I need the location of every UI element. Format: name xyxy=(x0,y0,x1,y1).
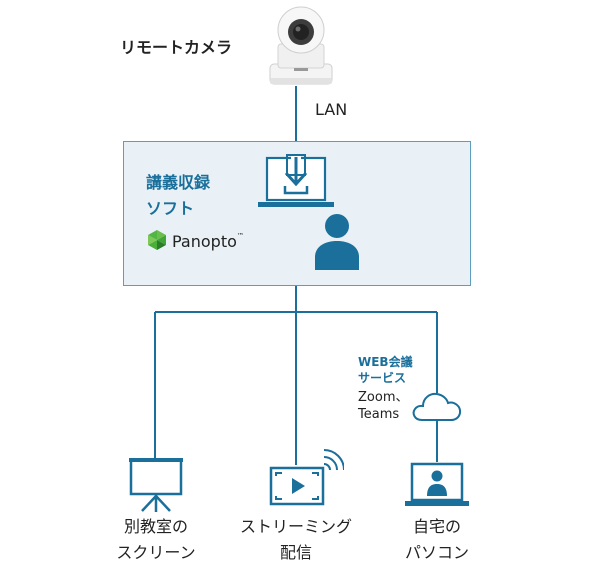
download-laptop-icon xyxy=(258,154,334,207)
endpoint-home-line2: パソコン xyxy=(404,543,469,562)
lecture-title-line2: ソフト xyxy=(146,199,195,218)
streaming-play-icon xyxy=(269,449,344,506)
laptop-user-icon xyxy=(405,462,469,506)
web-sub-line1: Zoom、 xyxy=(358,390,409,405)
endpoint-label-screen: 別教室の スクリーン xyxy=(81,514,231,566)
endpoint-streaming-line1: ストリーミング xyxy=(239,517,352,536)
endpoint-screen-line2: スクリーン xyxy=(116,543,196,562)
web-conference-services: Zoom、 Teams xyxy=(358,389,408,423)
lecturer-person-icon xyxy=(315,214,359,270)
projector-screen-icon xyxy=(129,458,183,512)
web-title-line2: サービス xyxy=(358,371,407,385)
remote-camera-icon xyxy=(269,6,333,85)
endpoint-streaming-line2: 配信 xyxy=(279,543,312,562)
cloud-icon xyxy=(412,392,462,421)
panopto-name: Panopto xyxy=(172,232,237,251)
endpoint-label-home-pc: 自宅の パソコン xyxy=(362,514,512,566)
endpoint-home-line1: 自宅の xyxy=(412,517,461,536)
lecture-title-line1: 講義収録 xyxy=(146,173,211,192)
lan-label: LAN xyxy=(315,100,348,119)
web-title-line1: WEB会議 xyxy=(358,355,413,369)
endpoint-screen-line1: 別教室の xyxy=(123,517,188,536)
web-conference-title: WEB会議 サービス xyxy=(358,354,413,386)
camera-label: リモートカメラ xyxy=(120,38,233,57)
lecture-capture-title: 講義収録 ソフト xyxy=(146,170,210,222)
panopto-logo-icon xyxy=(148,230,166,250)
endpoint-label-streaming: ストリーミング 配信 xyxy=(221,514,371,566)
panopto-logo-text: Panopto™ xyxy=(172,232,244,251)
web-sub-line2: Teams xyxy=(358,407,400,422)
